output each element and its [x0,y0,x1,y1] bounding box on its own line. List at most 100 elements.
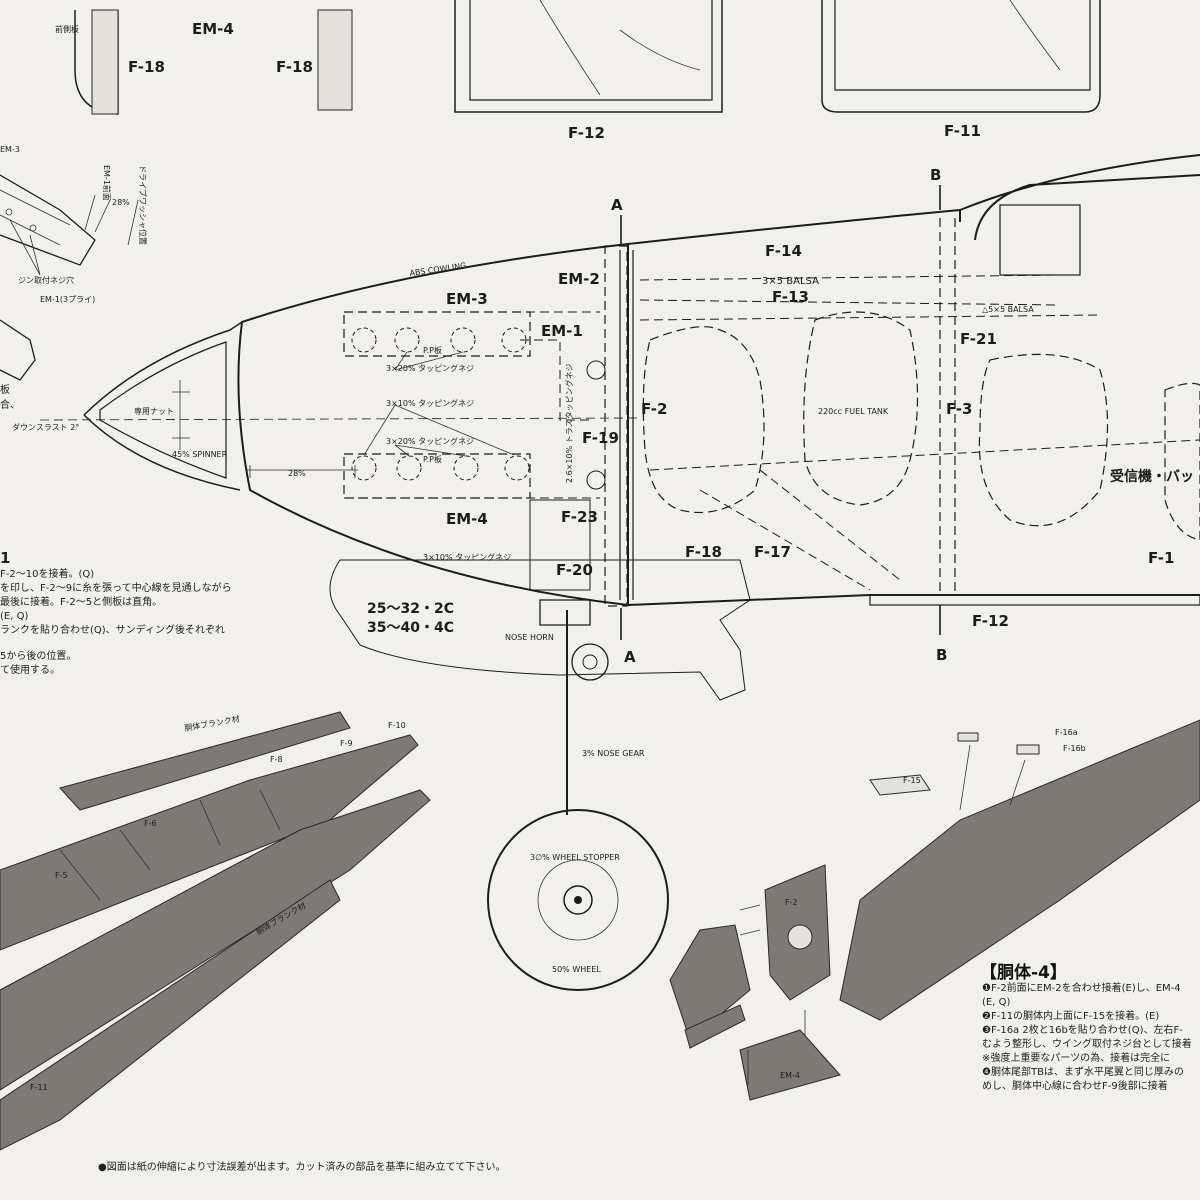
iso-f6-label: F-6 [144,819,157,828]
f20-block [529,499,591,591]
truss-screw-label: 2.6×10% トラスタッピングネジ [564,363,574,483]
spinner-label: 45% SPINNER [172,450,228,459]
f17-f18-lines [699,469,901,591]
f12-inner [469,0,713,101]
f11-inner [834,0,1091,91]
balsa-3x5-label: 3×5 BALSA [762,276,819,287]
pp-board-top: P.P板 [423,345,442,355]
step4-line: ※強度上重要なパーツの為、接着は完全に [982,1053,1171,1064]
screw-hole-a [5,208,13,216]
nose-gear-label: 3% NOSE GEAR [582,749,645,758]
note-line: 最後に接着。F-2〜5と側板は直角。 [0,597,163,608]
step4-line: むよう整形し、ウイング取付ネジ台として接着 [982,1039,1192,1050]
dim-28-label: 28% [288,469,306,478]
step4-instructions: ❶F-2前面にEM-2を合わせ接着(E)し、EM-4 (E, Q) ❷F-11の… [982,982,1192,1094]
step4-line: ❷F-11の胴体内上面にF-15を接着。(E) [982,1011,1160,1022]
step4-title: 【胴体-4】 [980,963,1067,983]
screw-bottom-1 [351,455,377,481]
iso-blank-top-label: 胴体ブランク材 [184,713,241,733]
receiver-box [978,353,1109,527]
note-line: ランクを貼り合わせ(Q)、サンディング後それぞれ [0,625,225,636]
note-line: 1 [0,549,11,567]
f13-label: F-13 [772,288,809,306]
thrust-line [39,417,641,421]
f3-former [939,218,956,595]
screw-bottom-2 [396,455,422,481]
screw-hole-b [29,224,37,232]
fuel-tank-label: 220cc FUEL TANK [818,407,889,416]
step4-line: (E, Q) [982,997,1011,1008]
truss-screw-1 [586,360,606,380]
tap-screw-3x20-a: 3×20% タッピングネジ [386,363,474,373]
leader-lines [9,194,139,276]
tap-screw-3x20-b: 3×20% タッピングネジ [386,436,474,446]
engine-outline [329,559,751,701]
f16b-label: F-16b [1063,744,1086,753]
mount-rail [684,1004,746,1049]
f2-label: F-2 [641,400,667,418]
f11-wood-grain [1009,0,1061,71]
detail-em1-3ply-label: EM-1(3プライ) [40,295,95,304]
f12-outline [454,0,723,113]
iso-f11-label: F-11 [30,1083,48,1092]
f16a-label: F-16a [1055,728,1078,737]
section-b-top: B [930,166,941,184]
f16b-block [1016,744,1040,755]
abs-cowling-outline [237,242,629,607]
f19-dash [520,339,590,421]
f2-former [619,250,634,600]
detail-screw-hole-label: ジン取付ネジ穴 [18,275,74,285]
f12-side-label: F-12 [972,612,1009,630]
engine-large-label: 35〜40・4C [367,620,454,636]
note-line: (E, Q) [0,611,29,622]
downthrust-label: ダウンスラスト 2° [12,422,79,432]
engine-small-label: 25〜32・2C [367,601,454,617]
screw-top-2 [394,327,420,353]
em2-firewall [604,245,628,607]
f3-label: F-3 [946,400,972,418]
spinner-inner [99,341,227,479]
blank-sheet-bottom [0,879,341,1151]
note-line: F-2〜10を接着。(Q) [0,569,95,580]
top-parts-strip: 前側板 EM-4 F-18 F-18 F-12 F-11 [55,0,1101,142]
em3-label: EM-3 [446,290,488,308]
iso-f8-label: F-8 [270,755,283,764]
note-line: て使用する。 [0,665,60,676]
f15-label: F-15 [903,776,921,785]
iso-f2-label: F-2 [785,898,798,907]
former-edges [59,789,281,901]
special-nut-label: 専用ナット [134,406,174,416]
detail-em1-front-label: EM-1前面 [102,165,112,201]
tap-screw-3x10: 3×10% タッピングネジ [386,398,474,408]
note-line: 5から後の位置。 [0,651,77,662]
detail-drive-washer-label: ドライブワッシャ位置 [138,165,148,245]
tap-screw-bottom: 3×10% タッピングネジ [423,552,511,562]
dim-28-line [247,465,358,478]
nose-horn-label: NOSE HORN [505,633,554,642]
em4-plate [739,1029,841,1101]
f21-label: F-21 [960,330,997,348]
f11-top-label: F-11 [944,122,981,140]
section-b-bottom: B [936,646,947,664]
spinner-nut [172,380,190,450]
screw-bottom-4 [504,455,530,481]
f12-wood-grain [539,0,701,96]
iso-f5-label: F-5 [55,871,68,880]
footer-note: ●図面は紙の伸縮により寸法誤差が出ます。カット済みの部品を基準に組み立てて下さい… [98,1162,506,1173]
iso-f10-label: F-10 [388,721,406,730]
notes-left: 1 F-2〜10を接着。(Q) を印し、F-2〜9に糸を張って中心線を見通しなが… [0,548,232,678]
f18-right-label: F-18 [276,58,313,76]
balsa-5x5-label: △5×5 BALSA [982,305,1034,314]
screw-bottom-3 [453,455,479,481]
gear-bearing [571,643,609,681]
fuel-tank-2 [803,311,919,506]
step4-line: ❸F-16a 2枚と16bを貼り合わせ(Q)、左右F- [982,1025,1183,1036]
step4-line: めし、胴体中心線に合わせF-9後部に接着 [982,1081,1168,1092]
em2-label: EM-2 [558,270,600,288]
f12-top-label: F-12 [568,124,605,142]
truss-screw-2 [586,470,606,490]
wheel-label: 50% WHEEL [552,965,601,974]
f23-label: F-23 [561,508,598,526]
mount-block [0,174,96,266]
